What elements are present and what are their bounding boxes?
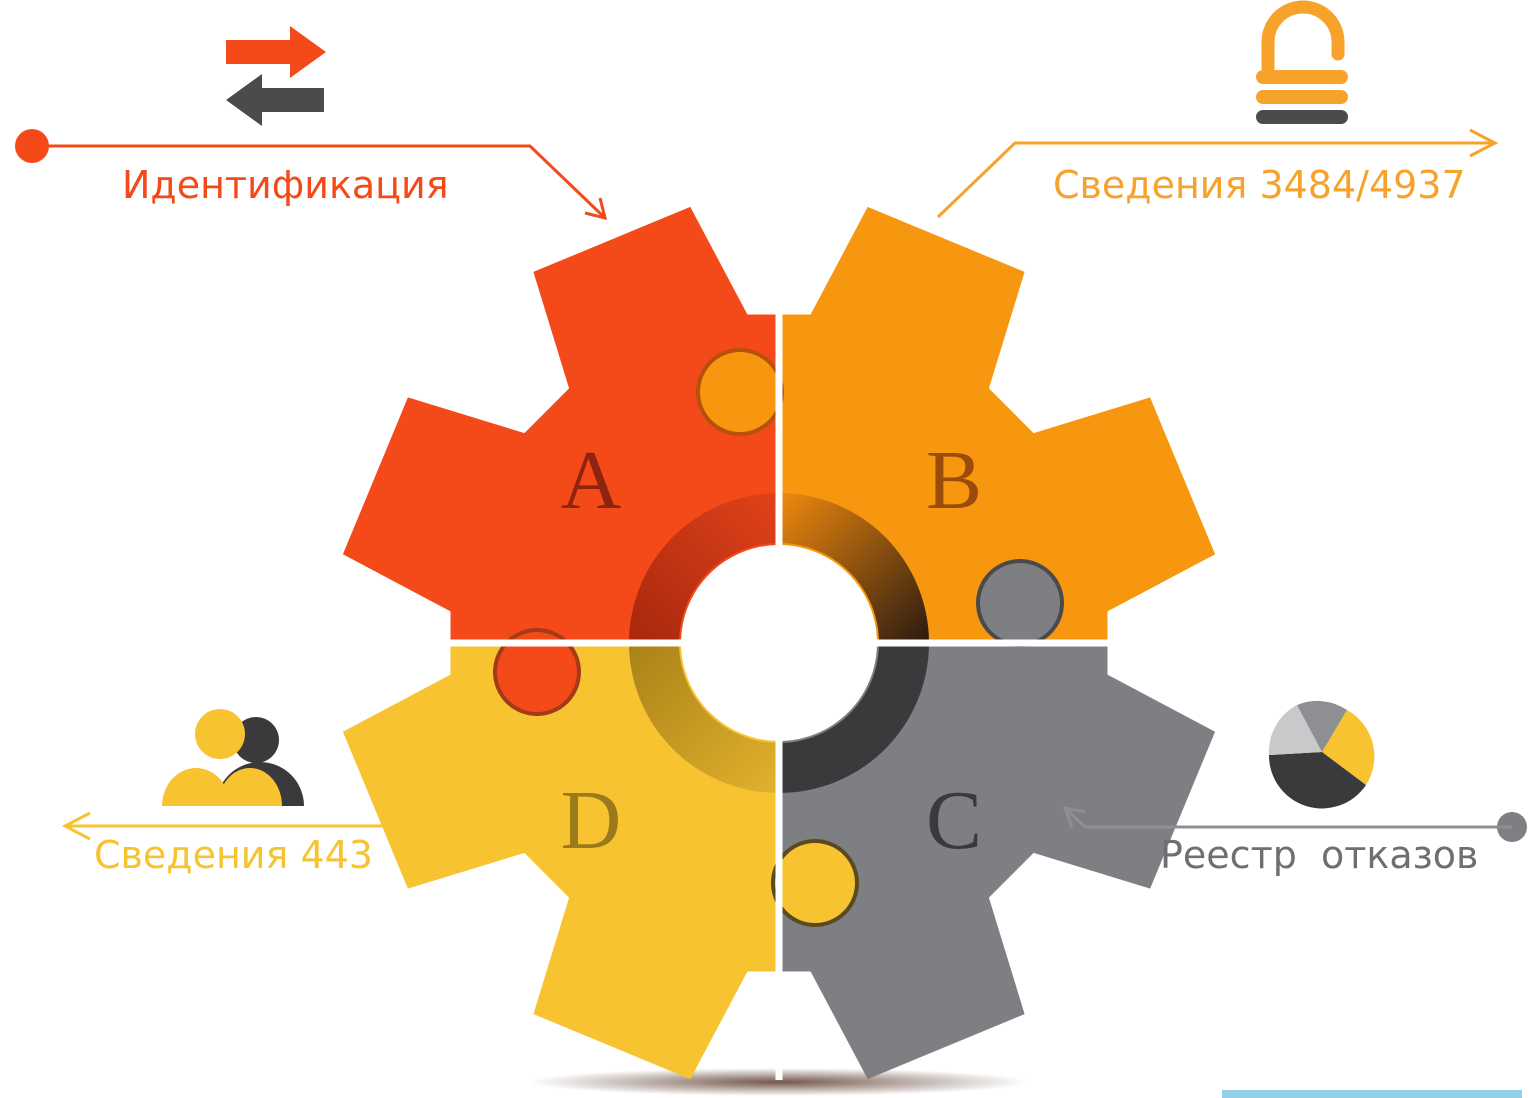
quadrant-c-ring [779, 643, 929, 793]
quadrant-a-body [342, 206, 779, 643]
gear-shadow [529, 1068, 1029, 1096]
quadrant-a-ring [629, 493, 779, 643]
label-identification: Идентификация [122, 163, 449, 207]
quadrant-d-body [342, 643, 779, 1080]
quadrant-c-letter: C [926, 774, 982, 867]
quadrant-b-ring [779, 493, 929, 643]
watermark-fragment [1222, 1090, 1522, 1098]
label-info-b: Сведения 3484/4937 [1053, 163, 1466, 207]
quadrant-d [342, 643, 779, 1080]
users-icon [162, 709, 304, 806]
quadrant-a-letter: A [561, 434, 622, 527]
seams [340, 300, 1225, 1080]
quadrant-d-ring [629, 643, 779, 793]
puzzle-knobs [493, 348, 1064, 927]
connector-registry [1062, 806, 1527, 842]
quadrant-c-body [779, 643, 1216, 1080]
transfer-arrows-icon [226, 26, 326, 126]
quadrant-b-letter: B [926, 434, 982, 527]
quadrant-b [779, 206, 1216, 643]
label-registry: Реестр отказов [1160, 833, 1478, 877]
knob-a-into-d [493, 628, 581, 716]
knob-c-into-b [976, 559, 1064, 647]
padlock-icon [1256, 0, 1348, 124]
quadrant-b-body [779, 206, 1216, 643]
quadrant-a [342, 206, 779, 643]
knob-b-into-a [696, 348, 784, 436]
connector-identification [15, 129, 608, 221]
quadrant-c [779, 643, 1216, 1080]
label-info-d: Сведения 443 [94, 833, 373, 877]
knob-d-into-c [771, 839, 859, 927]
connector-info-b [936, 128, 1499, 219]
quadrant-d-letter: D [561, 774, 622, 867]
pie-chart-icon [1268, 700, 1375, 809]
connector-info-d [61, 810, 492, 841]
